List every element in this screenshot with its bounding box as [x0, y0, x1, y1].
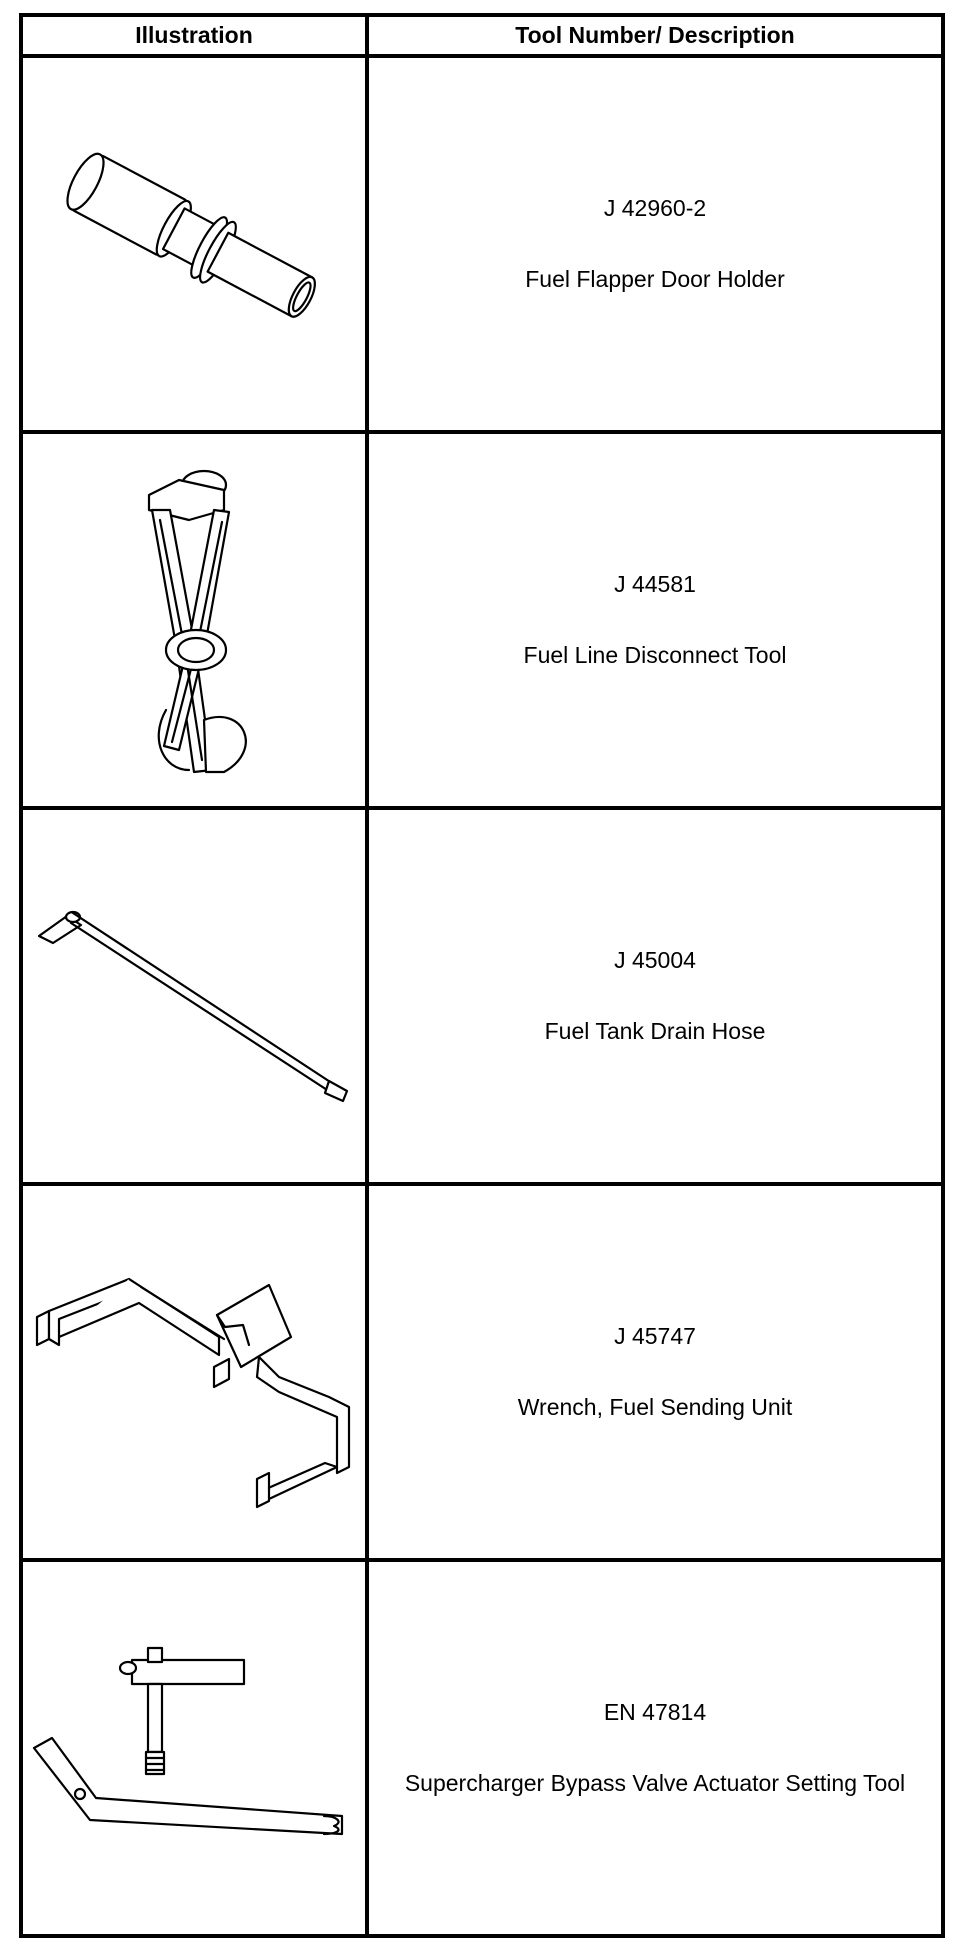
tool-description: Fuel Tank Drain Hose — [544, 1018, 766, 1044]
tool-description-header: Tool Number/ Description — [365, 13, 945, 58]
tool-number: J 45747 — [614, 1323, 696, 1349]
tool-number: J 45004 — [614, 947, 696, 973]
tool-description-cell: EN 47814 Supercharger Bypass Valve Actua… — [365, 1558, 945, 1938]
illustration-cell — [19, 1558, 369, 1938]
drain-hose-icon — [37, 910, 349, 1103]
tool-description: Fuel Flapper Door Holder — [525, 266, 785, 292]
illustration-cell — [19, 54, 369, 434]
tool-description-cell: J 45747 Wrench, Fuel Sending Unit — [365, 1182, 945, 1562]
table-row: J 42960-2 Fuel Flapper Door Holder — [19, 54, 945, 434]
tool-description: Fuel Line Disconnect Tool — [523, 642, 787, 668]
table-row: J 45747 Wrench, Fuel Sending Unit — [19, 1182, 945, 1562]
fuel-line-disconnect-tool-icon — [147, 469, 247, 774]
illustration-cell — [19, 806, 369, 1186]
illustration-cell — [19, 430, 369, 810]
bypass-valve-setting-tool-icon — [32, 1646, 344, 1836]
tool-number: EN 47814 — [603, 1699, 707, 1725]
table-row: J 44581 Fuel Line Disconnect Tool — [19, 430, 945, 810]
flapper-door-holder-icon — [66, 152, 316, 318]
tool-number: J 42960-2 — [603, 195, 707, 221]
sending-unit-wrench-icon — [35, 1277, 351, 1509]
tool-number: J 44581 — [614, 571, 696, 597]
tool-description-cell: J 45004 Fuel Tank Drain Hose — [365, 806, 945, 1186]
tool-description-cell: J 42960-2 Fuel Flapper Door Holder — [365, 54, 945, 434]
table-row: EN 47814 Supercharger Bypass Valve Actua… — [19, 1558, 945, 1938]
special-tools-table: Illustration Tool Number/ Description — [19, 13, 945, 1938]
tool-description: Wrench, Fuel Sending Unit — [517, 1394, 793, 1420]
illustration-header: Illustration — [19, 13, 369, 58]
header-row: Illustration Tool Number/ Description — [19, 13, 945, 58]
illustration-cell — [19, 1182, 369, 1562]
table-row: J 45004 Fuel Tank Drain Hose — [19, 806, 945, 1186]
tool-description-cell: J 44581 Fuel Line Disconnect Tool — [365, 430, 945, 810]
tool-description: Supercharger Bypass Valve Actuator Setti… — [404, 1770, 906, 1796]
